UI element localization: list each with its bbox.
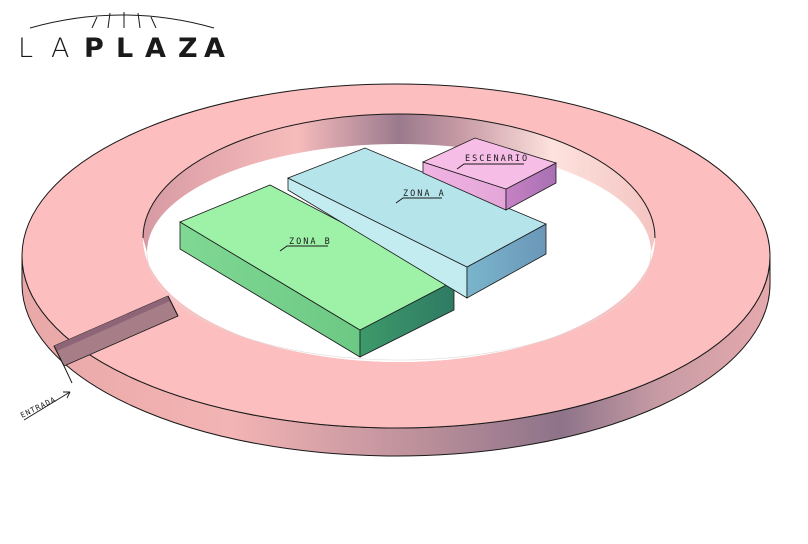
entrada-label: ENTRADA [19, 395, 58, 420]
arrow-icon [63, 391, 71, 399]
logo-letter: A [204, 33, 225, 64]
logo-letter: L [116, 33, 133, 64]
logo-arc-icon [29, 12, 215, 29]
logo-letter: A [51, 33, 69, 64]
escenario-label: ESCENARIO [465, 154, 529, 164]
logo-letter: A [145, 33, 166, 64]
zona-b-label: ZONA B [289, 237, 332, 247]
zona-b[interactable]: ZONA B [179, 184, 455, 358]
logo-letter: Z [178, 33, 198, 64]
logo: L A P L A Z A [18, 12, 225, 64]
zona-a[interactable]: ZONA A [287, 147, 547, 299]
entrada-marker: ENTRADA [19, 391, 71, 421]
entrance [53, 295, 179, 384]
logo-letter: P [84, 33, 104, 64]
logo-letter: L [18, 33, 33, 64]
escenario[interactable]: ESCENARIO [421, 137, 558, 211]
zona-a-label: ZONA A [403, 189, 446, 199]
